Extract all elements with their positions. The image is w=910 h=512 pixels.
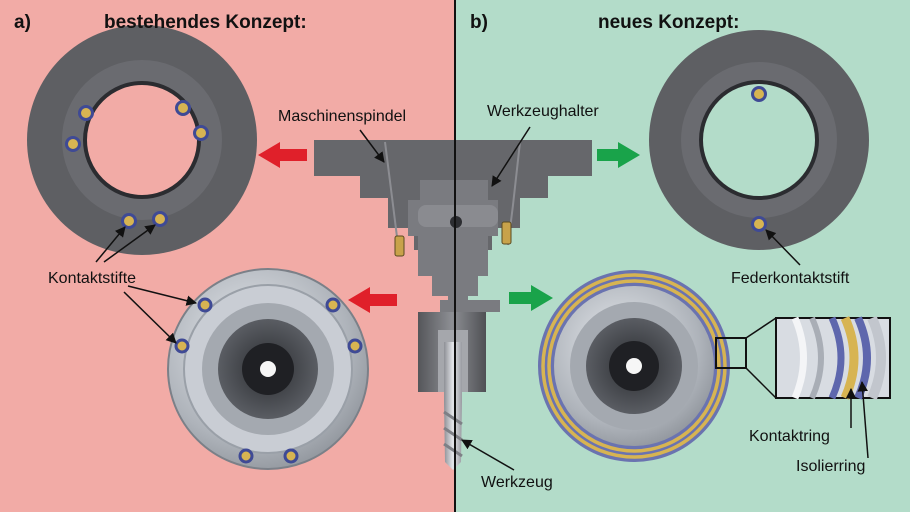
contact-pin-section xyxy=(394,221,512,257)
panel-b-marker: b) xyxy=(470,12,488,33)
panel-b-title: neues Konzept: xyxy=(598,12,740,33)
label-contact-pins: Kontaktstifte xyxy=(48,270,137,287)
label-insulation-ring: Isolierring xyxy=(796,458,866,475)
leader-lines xyxy=(95,126,869,471)
panel-a-marker: a) xyxy=(14,12,31,33)
contact-pins-holder xyxy=(174,297,363,464)
spring-contact-pins xyxy=(751,86,767,232)
label-contact-ring: Kontaktring xyxy=(749,428,830,445)
label-spring-pin: Federkontaktstift xyxy=(731,270,850,287)
spindle-face-new xyxy=(649,30,869,250)
arrow-spindle-old xyxy=(258,142,307,168)
label-spindle: Maschinenspindel xyxy=(278,108,407,125)
holder-face-old xyxy=(167,268,369,470)
contact-pins-spindle xyxy=(65,100,209,229)
holder-face-new xyxy=(538,270,730,462)
drill-bit xyxy=(443,342,463,470)
arrow-holder-new xyxy=(509,285,553,311)
ring-zoom-detail xyxy=(715,315,891,401)
label-tool: Werkzeug xyxy=(481,474,553,491)
arrow-spindle-new xyxy=(597,142,640,168)
spindle-face-old xyxy=(27,25,257,255)
arrow-holder-old xyxy=(348,287,397,313)
label-holder: Werkzeughalter xyxy=(487,103,599,120)
panel-a-title: bestehendes Konzept: xyxy=(104,12,307,33)
